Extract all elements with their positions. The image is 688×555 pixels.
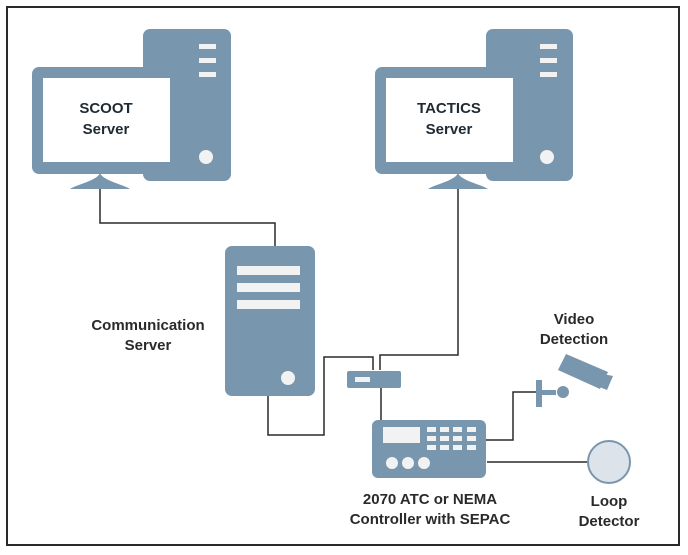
- tactics-server-label-line1: TACTICS: [417, 100, 481, 117]
- loop-detector: Loop Detector: [579, 440, 640, 530]
- network-switch: [347, 371, 401, 388]
- loop-detector-label-line1: Loop: [591, 493, 628, 510]
- loop-detector-icon: [587, 440, 631, 484]
- controller-to-camera-line: [485, 391, 536, 441]
- controller-label-line2: Controller with SEPAC: [350, 511, 511, 528]
- tower-server-icon: [225, 246, 315, 396]
- video-detection-label-line1: Video: [554, 311, 595, 328]
- comm-to-switch-line: [267, 356, 374, 436]
- desktop-computer-icon: [375, 29, 573, 189]
- controller-label-line1: 2070 ATC or NEMA: [363, 491, 497, 508]
- video-detection-label-line2: Detection: [540, 331, 608, 348]
- scoot-server-label-line1: SCOOT: [79, 100, 132, 117]
- tactics-server: TACTICS Server: [375, 29, 573, 189]
- video-detection: Video Detection: [536, 311, 613, 407]
- controller: 2070 ATC or NEMA Controller with SEPAC: [350, 420, 511, 528]
- tactics-server-label-line2: Server: [426, 121, 473, 138]
- scoot-server-label-line2: Server: [83, 121, 130, 138]
- communication-server: Communication Server: [91, 246, 315, 396]
- scoot-to-comm-line: [99, 188, 276, 246]
- communication-server-label-line1: Communication: [91, 317, 204, 334]
- tactics-to-switch-line: [379, 184, 459, 370]
- loop-detector-label-line2: Detector: [579, 513, 640, 530]
- camera-icon: [536, 354, 613, 407]
- communication-server-label-line2: Server: [125, 337, 172, 354]
- network-switch-icon: [347, 371, 401, 388]
- traffic-controller-icon: [372, 420, 486, 478]
- scoot-server: SCOOT Server: [32, 29, 231, 189]
- connector-lines: [99, 184, 588, 463]
- desktop-computer-icon: [32, 29, 231, 189]
